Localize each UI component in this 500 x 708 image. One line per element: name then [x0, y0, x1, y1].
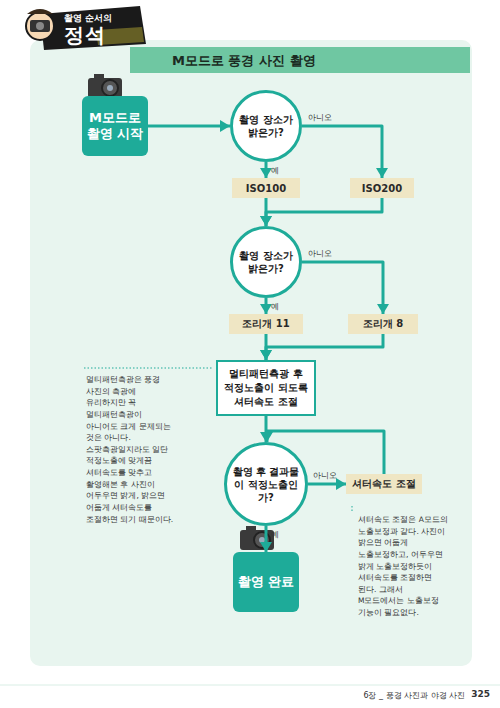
decision-circle: 촬영 장소가 밝은가? [230, 90, 302, 162]
camera-icon [88, 74, 122, 98]
edge-label: 예 [271, 529, 279, 540]
node-text: 촬영 후 결과물이 적정노출인가? [231, 465, 301, 504]
footer-text: 6장 _ 풍경 사진과 야경 사진 [363, 690, 465, 701]
camera-icon [240, 526, 274, 550]
node-text: ISO200 [362, 183, 402, 194]
node-text: M모드로 촬영 시작 [86, 110, 144, 143]
flow-arrow [302, 262, 383, 314]
flow-arrow [265, 526, 268, 552]
node-text: ISO100 [246, 183, 286, 194]
side-note: 멀티패턴측광은 풍경 사진의 측광에 유리하지만 꼭 멀티패턴측광이 아니어도 … [86, 374, 176, 525]
setting-box: 조리개 8 [348, 314, 418, 334]
edge-label: 예 [271, 301, 279, 312]
setting-box: ISO100 [232, 178, 300, 198]
leader-line [84, 368, 212, 369]
flow-arrow [265, 298, 268, 314]
edge-label: 아니오 [308, 112, 332, 123]
flow-arrow [308, 483, 346, 486]
edge-label: 아니오 [308, 248, 332, 259]
setting-box: ISO200 [350, 178, 414, 198]
flow-arrow [266, 334, 383, 360]
badge-title: 정석 [64, 22, 106, 49]
process-box: 멀티패턴측광 후 적정노출이 되도록 셔터속도 조절 [216, 360, 316, 416]
panel [30, 40, 472, 666]
badge [26, 6, 146, 50]
node-text: 조리개 8 [363, 317, 403, 331]
flow-arrow [302, 126, 382, 178]
decision-circle: 촬영 장소가 밝은가? [230, 226, 302, 298]
footer-rule [0, 685, 500, 686]
edge-label: 예 [271, 165, 279, 176]
title-bar [130, 47, 470, 73]
flow-arrow [265, 162, 268, 178]
side-note: 셔터속도 조절은 A모드의 노출보정과 같다. 사진이 밝으면 어둡게 노출보정… [358, 514, 450, 619]
decision-circle: 촬영 후 결과물이 적정노출인가? [224, 442, 308, 526]
setting-box: 셔터속도 조절 [346, 474, 422, 494]
diagram-title: M모드로 풍경 사진 촬영 [172, 52, 316, 70]
flow-arrow [266, 198, 382, 226]
node-text: 셔터속도 조절 [352, 477, 415, 491]
node-text: 멀티패턴측광 후 적정노출이 되도록 셔터속도 조절 [224, 367, 308, 409]
flow-arrow [148, 125, 230, 128]
page-number: 325 [471, 689, 490, 699]
setting-box: 조리개 11 [229, 314, 303, 334]
leader-line [352, 506, 353, 512]
node-text: 촬영 장소가 밝은가? [237, 249, 295, 275]
node-text: 촬영 완료 [238, 574, 295, 590]
end-box: 촬영 완료 [233, 552, 299, 612]
node-text: 촬영 장소가 밝은가? [237, 113, 295, 139]
node-text: 조리개 11 [242, 317, 289, 331]
edge-label: 아니오 [313, 470, 337, 481]
start-box: M모드로 촬영 시작 [82, 96, 148, 156]
